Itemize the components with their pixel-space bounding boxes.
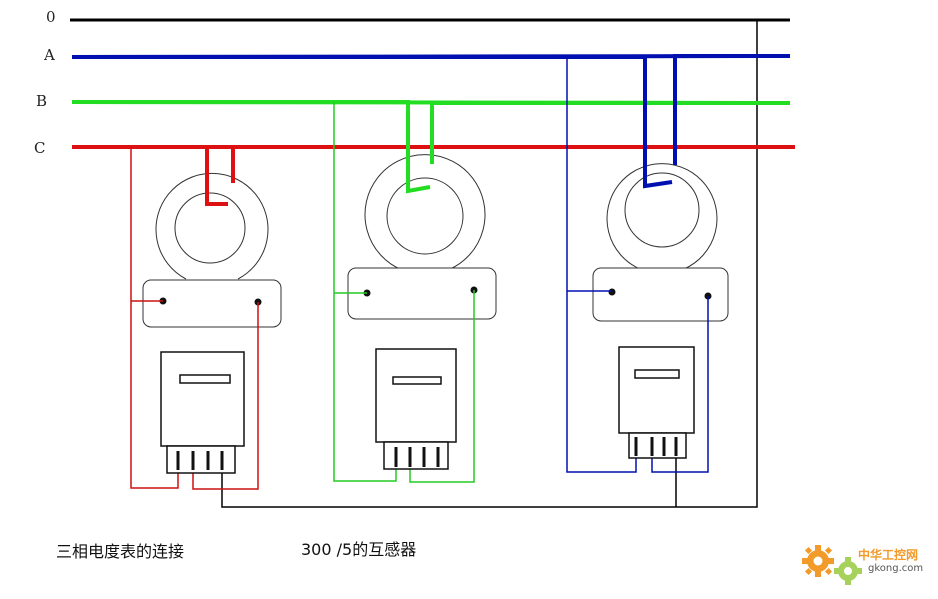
phase-c-label: C — [34, 139, 46, 157]
meter-set-a — [72, 54, 790, 473]
energy-meter-c — [160, 351, 245, 474]
primary-loop-b — [72, 100, 790, 194]
meter-display-b — [392, 376, 442, 385]
phase-b-label: B — [36, 92, 48, 110]
secondary-wires-b — [333, 102, 475, 483]
primary-loop-a — [72, 54, 790, 189]
meter-set-c — [72, 145, 795, 490]
meter-display-c — [179, 374, 231, 384]
primary-loop-c — [72, 145, 795, 206]
ct-terminal-box-a — [592, 267, 729, 322]
energy-meter-b — [375, 348, 457, 470]
current-transformer-b — [347, 154, 497, 320]
secondary-wires-a — [566, 57, 709, 473]
neutral-label: 0 — [46, 8, 56, 26]
meter-set-b — [72, 100, 790, 483]
current-transformer-c — [142, 172, 282, 328]
energy-meter-a — [618, 346, 695, 459]
secondary-wires-c — [130, 147, 259, 490]
transformer-caption: 300 /5的互感器 — [301, 540, 417, 559]
meter-connection-caption: 三相电度表的连接 — [56, 542, 185, 561]
gear-icon — [802, 545, 862, 585]
watermark-name: 中华工控网 — [858, 548, 919, 562]
watermark-url: gkong.com — [868, 563, 924, 574]
current-transformer-a — [592, 163, 729, 322]
phase-a-label: A — [44, 46, 55, 64]
meter-display-a — [634, 369, 680, 379]
ct-terminal-box-c — [142, 279, 282, 328]
